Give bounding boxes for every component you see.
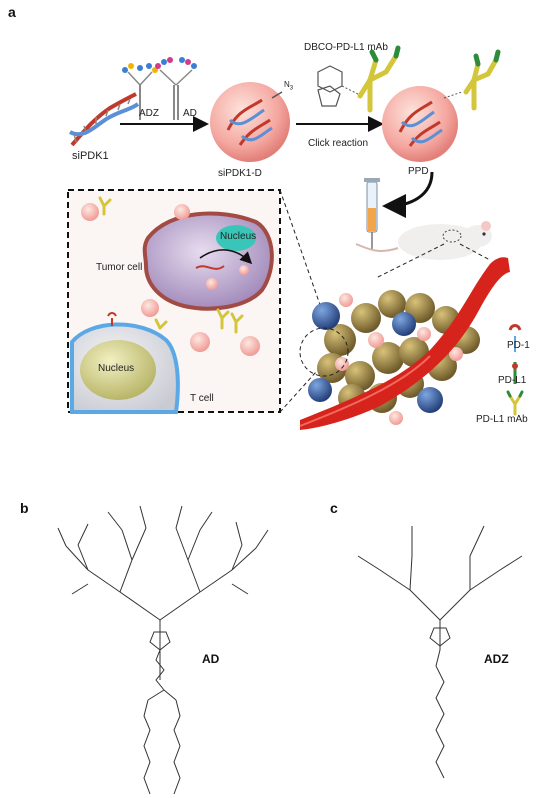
zoom-line-mouse-1: [375, 243, 445, 279]
n3-label: N3: [284, 80, 293, 92]
sipdk1-dna-icon: [69, 92, 140, 147]
tumor-cell-label: Tumor cell: [96, 262, 143, 273]
click-reaction-label: Click reaction: [308, 138, 369, 149]
tumor-cell: [142, 211, 274, 311]
blood-vessel: [300, 257, 510, 430]
tumor-nucleus-label: Nucleus: [220, 231, 257, 242]
curved-arrow: [382, 171, 434, 218]
dbco-mab-label: DBCO-PD-L1 mAb: [304, 42, 388, 53]
t-nucleus-label: Nucleus: [98, 363, 135, 374]
ppd-nanoparticle: [382, 49, 501, 162]
pdl1-legend-icon: [512, 362, 518, 384]
vessel-highlight: [299, 355, 431, 427]
n3-subscript: 3: [289, 85, 294, 92]
zoom-line-1: [279, 189, 327, 323]
ad-molecule-icon: [155, 57, 197, 120]
ad-label: AD: [183, 108, 197, 119]
pd1-legend-icon: [508, 324, 522, 352]
pdl1-mab-legend-icon: [506, 390, 524, 416]
ppd-label: PPD: [408, 166, 429, 177]
zoom-line-mouse-2: [459, 243, 491, 261]
sipdk1-label: siPDK1: [72, 150, 109, 162]
inset-antibodies: [98, 196, 244, 334]
tumor-tissue: [308, 290, 480, 425]
inset-nanoparticles: [81, 203, 260, 356]
panel-c-letter: c: [330, 500, 338, 516]
zoom-circle: [299, 327, 349, 377]
panel-b-letter: b: [20, 500, 29, 516]
syringe-icon: [364, 178, 380, 250]
dbco-reagent-icon: [317, 45, 401, 113]
adz-structure-label: ADZ: [484, 652, 509, 666]
panel-a-letter: a: [8, 4, 16, 20]
adz-chemical-structure: [357, 525, 523, 779]
mouse-icon: [355, 221, 492, 260]
pdl1-legend-label: PD-L1: [498, 375, 527, 386]
n3-symbol: N: [284, 80, 290, 89]
zoom-line-2: [279, 371, 317, 413]
ad-structure-label: AD: [202, 652, 220, 666]
sipdk1-d-label: siPDK1-D: [218, 168, 262, 179]
sipdk1-d-nanoparticle: [210, 82, 290, 162]
pd1-legend-label: PD-1: [507, 340, 530, 351]
t-cell: [70, 312, 180, 414]
t-cell-label: T cell: [190, 393, 214, 404]
ad-chemical-structure: [57, 505, 269, 795]
adz-molecule-icon: [122, 63, 158, 120]
adz-label: ADZ: [139, 108, 159, 119]
pdl1-mab-legend-label: PD-L1 mAb: [476, 414, 528, 425]
